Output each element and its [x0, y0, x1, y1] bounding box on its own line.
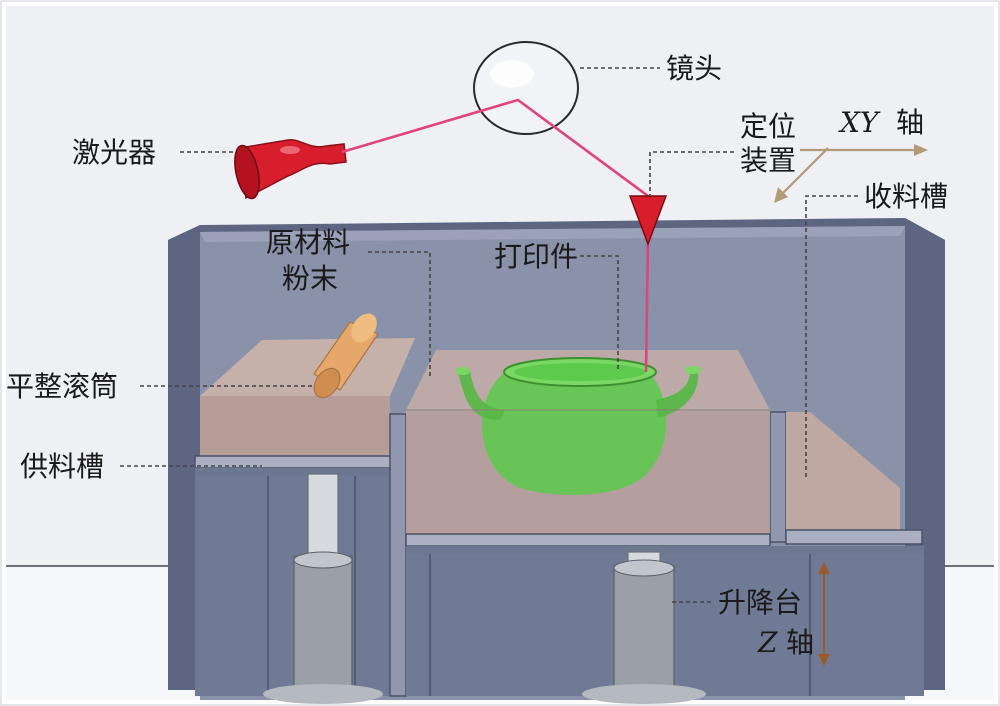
- label-lens: 镜头: [666, 52, 722, 85]
- xy-axis-arrows: [774, 144, 928, 203]
- leader-lines: [120, 67, 858, 603]
- positioning-device: [628, 195, 668, 247]
- labels: 镜头 激光器 定位 装置 XY 轴 收料槽 原材料 粉末 打印件 平整滚筒 供料…: [6, 52, 948, 659]
- label-raw-powder-line2: 粉末: [282, 262, 338, 295]
- label-positioning-line1: 定位: [740, 110, 796, 143]
- label-positioning-line2: 装置: [740, 144, 796, 177]
- collection-tank-body: [785, 412, 923, 545]
- label-z-axis-suffix: 轴: [786, 626, 814, 659]
- laser-beam: [341, 98, 650, 373]
- supply-tank: [194, 338, 415, 704]
- label-xy-axis-prefix: XY: [838, 106, 881, 139]
- roller-shape: [313, 313, 379, 399]
- printed-teapot: [456, 357, 701, 495]
- label-xy-axis-suffix: 轴: [896, 106, 924, 139]
- label-printed-part: 打印件: [494, 240, 578, 273]
- label-raw-powder-line1: 原材料: [266, 226, 350, 259]
- lens-shape: [473, 41, 579, 135]
- label-z-axis-prefix: Z: [757, 626, 778, 659]
- label-lift-platform: 升降台: [718, 586, 802, 619]
- laser-shape: [234, 139, 347, 200]
- z-axis-arrow: [818, 562, 830, 666]
- label-supply-tank: 供料槽: [20, 450, 104, 483]
- label-collection-tank: 收料槽: [864, 180, 948, 213]
- label-laser: 激光器: [72, 136, 156, 169]
- label-leveling-roller: 平整滚筒: [6, 370, 118, 403]
- build-chamber-walls: [389, 411, 787, 697]
